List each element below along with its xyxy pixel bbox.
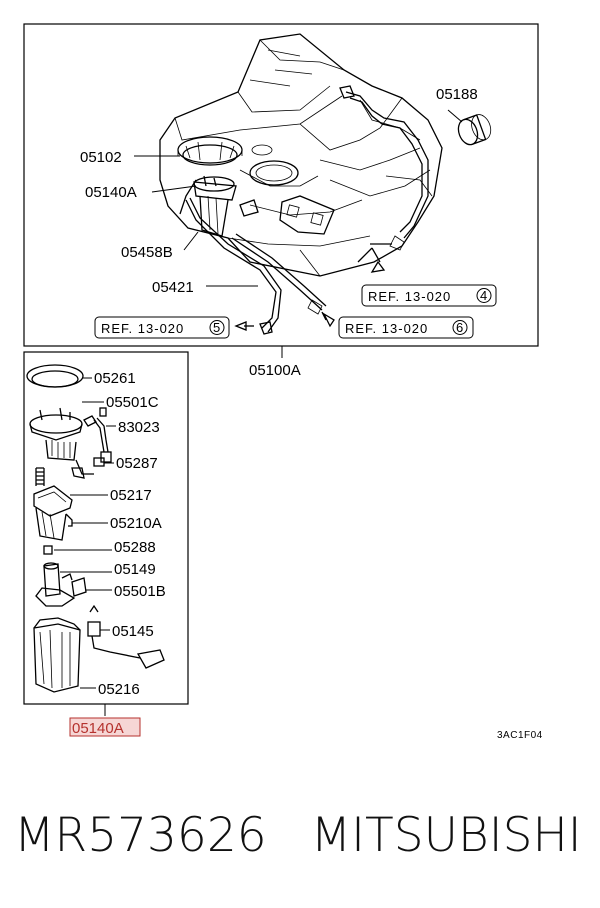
highlighted-part-05140A[interactable]: 05140A <box>69 717 141 737</box>
upper-leader-lines <box>134 109 463 358</box>
ref-text-4: REF. 13-020 <box>368 289 451 304</box>
part-label-05145: 05145 <box>112 623 154 640</box>
footer-caption: MR573626 MITSUBISHI <box>14 808 594 863</box>
lower-frame <box>23 351 189 705</box>
part-label-05102: 05102 <box>80 149 122 166</box>
part-label-05261: 05261 <box>94 370 136 387</box>
part-label-83023: 83023 <box>118 419 160 436</box>
part-number: MR573626 <box>14 808 267 863</box>
fuel-tank-drawing <box>159 33 492 335</box>
brand-name: MITSUBISHI <box>310 808 582 863</box>
part-label-05421: 05421 <box>152 279 194 296</box>
ref-box-4[interactable]: REF. 13-020 4 <box>361 284 497 307</box>
lower-leader-lines <box>54 377 116 716</box>
ref-number-5: 5 <box>213 320 220 335</box>
ref-box-5[interactable]: REF. 13-020 5 <box>94 316 230 339</box>
diagram-code: 3AC1F04 <box>497 730 543 741</box>
pump-module-exploded-drawing <box>26 364 165 693</box>
part-label-05216: 05216 <box>98 681 140 698</box>
part-label-05210A: 05210A <box>110 515 162 532</box>
ref-text-5: REF. 13-020 <box>101 321 184 336</box>
ref-text-6: REF. 13-020 <box>345 321 428 336</box>
part-label-05501C: 05501C <box>106 394 159 411</box>
part-label-05188: 05188 <box>436 86 478 103</box>
part-label-05140A-upper: 05140A <box>85 184 137 201</box>
part-label-05288: 05288 <box>114 539 156 556</box>
part-label-05217: 05217 <box>110 487 152 504</box>
part-label-05287: 05287 <box>116 455 158 472</box>
assembly-label-05100A: 05100A <box>249 362 301 379</box>
part-label-05149: 05149 <box>114 561 156 578</box>
assembly-label-05140A: 05140A <box>72 720 124 737</box>
part-label-05458B: 05458B <box>121 244 173 261</box>
upper-frame <box>23 23 539 347</box>
ref-box-6[interactable]: REF. 13-020 6 <box>338 316 474 339</box>
ref-number-6: 6 <box>456 320 463 335</box>
ref-number-4: 4 <box>480 288 487 303</box>
part-label-05501B: 05501B <box>114 583 166 600</box>
